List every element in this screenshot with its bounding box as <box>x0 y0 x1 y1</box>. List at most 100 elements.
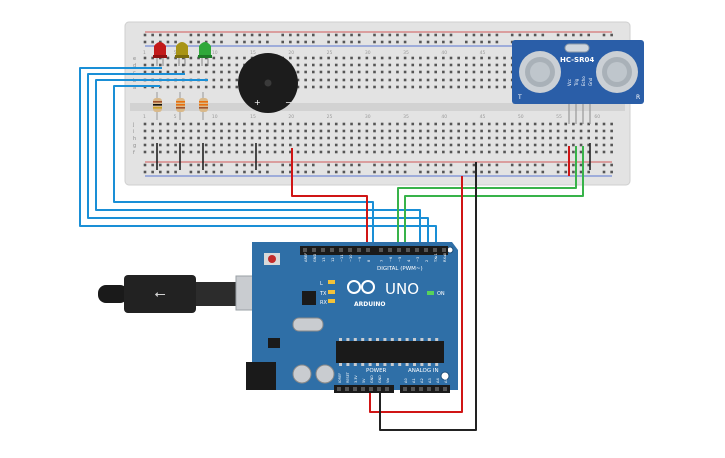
ultrasonic-sensor[interactable]: HC-SR04 T R Vcc Trig Echo Gnd <box>512 40 644 124</box>
row-label: g <box>133 143 136 149</box>
sensor-pin-trig: Trig <box>574 78 579 87</box>
col-label: 55 <box>556 114 562 120</box>
digital-pin[interactable] <box>388 248 392 252</box>
wire-red-rail <box>369 176 463 413</box>
sensor-pin-echo: Echo <box>581 76 586 86</box>
digital-pin[interactable] <box>330 248 334 252</box>
digital-pin[interactable] <box>321 248 325 252</box>
digital-pin-label: GND <box>313 254 317 262</box>
digital-pin[interactable] <box>442 248 446 252</box>
power-pin[interactable] <box>385 387 389 391</box>
analog-pin[interactable] <box>435 387 439 391</box>
col-label: 40 <box>441 50 447 56</box>
row-label: e <box>133 56 136 62</box>
arduino-model: UNO <box>385 280 419 298</box>
col-label: 15 <box>250 50 256 56</box>
digital-header[interactable] <box>303 248 446 252</box>
digital-pin-label: 13 <box>322 257 326 262</box>
ground-jumpers <box>156 143 591 170</box>
digital-pin[interactable] <box>406 248 410 252</box>
col-label: 60 <box>594 114 600 120</box>
digital-pin-label: 7 <box>380 260 384 262</box>
row-label: d <box>133 63 136 69</box>
wires[interactable] <box>79 67 584 431</box>
led-yellow[interactable] <box>175 42 189 66</box>
digital-pin-label: TX▸1 <box>434 253 438 263</box>
digital-pin[interactable] <box>379 248 383 252</box>
piezo-buzzer[interactable]: + − <box>238 53 298 113</box>
digital-pin[interactable] <box>415 248 419 252</box>
col-label: 30 <box>365 114 371 120</box>
power-pin-label: Vin <box>386 378 390 383</box>
power-label: POWER <box>366 368 387 374</box>
col-label: 1 <box>143 50 146 56</box>
resistor-2[interactable] <box>176 92 185 120</box>
power-pin-label: RESET <box>346 371 350 383</box>
digital-pin[interactable] <box>357 248 361 252</box>
digital-pin[interactable] <box>339 248 343 252</box>
analog-pin-label: A4 <box>436 378 440 383</box>
col-label: 15 <box>250 114 256 120</box>
analog-pin-label: A5 <box>444 378 448 383</box>
wire-blue-2 <box>87 73 429 248</box>
power-pin-label: GND <box>370 375 374 383</box>
digital-pin[interactable] <box>312 248 316 252</box>
col-label: 35 <box>403 50 409 56</box>
digital-pin-label: RX◂0 <box>443 252 447 262</box>
power-pin[interactable] <box>361 387 365 391</box>
digital-pin[interactable] <box>397 248 401 252</box>
wire-blue-4 <box>113 85 374 248</box>
wire-black-gnd <box>379 162 477 431</box>
wire-blue-1 <box>79 67 437 248</box>
col-label: 20 <box>288 50 294 56</box>
power-pin[interactable] <box>369 387 373 391</box>
digital-pin-label: ~5 <box>398 257 402 262</box>
row-label: a <box>133 85 136 91</box>
wire-green-trig <box>397 146 577 248</box>
digital-pin[interactable] <box>303 248 307 252</box>
analog-pin[interactable] <box>403 387 407 391</box>
col-label: 5 <box>174 114 177 120</box>
digital-pin-label: AREF <box>304 253 308 262</box>
digital-pin-label: 4 <box>407 259 411 262</box>
col-label: 45 <box>480 50 486 56</box>
row-label: f <box>133 150 135 156</box>
digital-pin[interactable] <box>366 248 370 252</box>
analog-pin[interactable] <box>411 387 415 391</box>
wire-red-buzzer <box>291 148 368 248</box>
power-pin-label: GND <box>378 375 382 383</box>
usb-cable[interactable]: ⭠ <box>98 275 269 313</box>
power-pin[interactable] <box>337 387 341 391</box>
usb-symbol-icon: ⭠ <box>154 286 165 302</box>
tx-led-label: TX <box>319 291 327 297</box>
led-red[interactable] <box>153 42 167 66</box>
l-led-label: L <box>320 281 323 287</box>
power-pin[interactable] <box>345 387 349 391</box>
digital-pin[interactable] <box>348 248 352 252</box>
digital-pin-label: 8 <box>367 259 371 262</box>
col-label: 10 <box>212 50 218 56</box>
power-pin[interactable] <box>353 387 357 391</box>
analog-pin-label: A3 <box>428 378 432 383</box>
digital-pin-label: ~9 <box>358 256 362 262</box>
digital-pin-label: ~3 <box>416 257 420 262</box>
power-pin-label: 3.3V <box>354 375 358 383</box>
power-pin-label: IOREF <box>338 373 342 383</box>
resistor-3[interactable] <box>199 92 208 120</box>
rx-led-label: RX <box>320 300 327 306</box>
digital-pin-label: 2 <box>425 260 429 262</box>
resistor-1[interactable] <box>153 92 162 120</box>
sensor-pin-vcc: Vcc <box>567 79 572 86</box>
analog-pin[interactable] <box>419 387 423 391</box>
analog-pin[interactable] <box>427 387 431 391</box>
analog-pin[interactable] <box>443 387 447 391</box>
power-pin[interactable] <box>377 387 381 391</box>
on-led-label: ON <box>437 291 445 297</box>
digital-pin[interactable] <box>424 248 428 252</box>
arduino-logo-icon <box>347 280 375 294</box>
led-green[interactable] <box>198 42 212 66</box>
digital-pin[interactable] <box>433 248 437 252</box>
analog-label: ANALOG IN <box>408 368 439 374</box>
